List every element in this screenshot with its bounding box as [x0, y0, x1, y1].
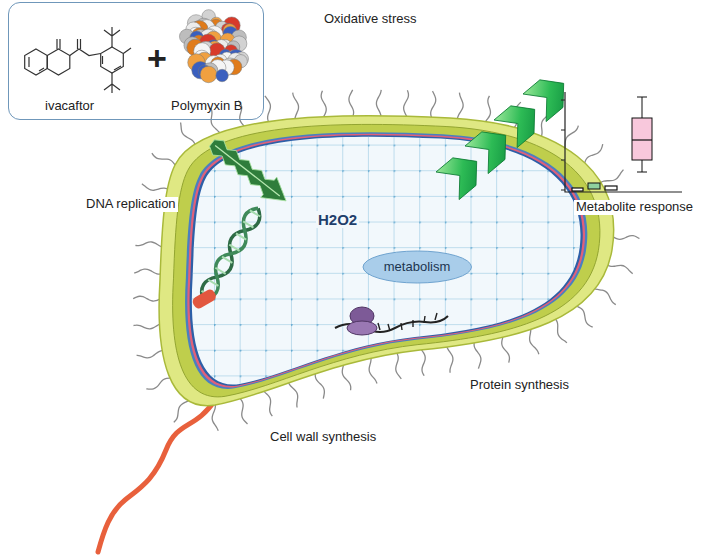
pilus: [422, 350, 426, 376]
replication-enzyme: [191, 288, 218, 310]
pilus: [212, 405, 218, 431]
pilus: [181, 123, 195, 145]
ivacaftor-structure: [25, 27, 131, 93]
box-plot: [561, 92, 682, 192]
pilus: [457, 93, 463, 119]
capsule: [159, 116, 614, 406]
pilus: [608, 265, 633, 273]
pilus: [376, 90, 381, 116]
pilus: [142, 184, 168, 190]
pilus: [321, 91, 326, 117]
pilus: [613, 236, 639, 240]
drug-attack-arrow: [204, 133, 294, 211]
pilus: [349, 90, 354, 116]
pilus: [137, 351, 163, 358]
pilus: [265, 96, 271, 122]
drug-name: ivacaftor: [45, 99, 94, 114]
drug-inset-box: ivacaftor + Polymyxin B: [8, 2, 264, 120]
ribosome-small: [347, 321, 377, 335]
pilus: [134, 269, 160, 274]
process-label: Protein synthesis: [468, 378, 571, 393]
pili: [133, 90, 639, 431]
efflux-chevrons: [436, 70, 575, 200]
atom-sphere: [216, 69, 228, 81]
pilus: [601, 170, 624, 183]
pilus: [293, 93, 299, 119]
flagellum: [98, 400, 215, 552]
pilus: [152, 153, 175, 165]
plot-label: Metabolite response: [574, 200, 695, 215]
process-label: DNA replication: [84, 197, 178, 212]
pilus: [585, 144, 603, 163]
pilus: [315, 374, 324, 399]
metabolism-ellipse: metabolism: [362, 250, 472, 284]
pilus: [264, 391, 272, 416]
process-label: Cell wall synthesis: [268, 430, 378, 445]
drug-name: Polymyxin B: [171, 99, 243, 114]
atom-sphere: [200, 66, 217, 83]
pilus: [134, 324, 160, 329]
pilus: [577, 306, 593, 327]
pilus: [133, 296, 159, 301]
pilus: [474, 343, 481, 369]
pilus: [565, 126, 578, 148]
ellipse-shape: [363, 251, 471, 283]
polymyxin-b-model: [179, 10, 248, 83]
pilus: [289, 383, 298, 408]
pilus: [174, 401, 189, 423]
pilus: [396, 353, 402, 379]
pilus: [404, 90, 409, 116]
pilus: [342, 365, 351, 390]
outer-membrane: [185, 132, 587, 389]
pilus: [447, 347, 453, 373]
pilus: [485, 96, 490, 122]
node-label: metabolism: [384, 260, 450, 275]
molecule-label: H2O2: [316, 211, 359, 228]
pilus: [135, 242, 161, 247]
pilus: [240, 399, 247, 424]
plus-sign: +: [147, 39, 167, 78]
pilus: [530, 330, 539, 355]
pilus: [369, 358, 377, 383]
process-label: Oxidative stress: [322, 12, 418, 27]
pilus: [595, 289, 616, 305]
dna-helix: [197, 204, 265, 303]
pilus: [556, 319, 567, 342]
mrna-codons: [378, 313, 437, 331]
pilus: [502, 337, 510, 362]
pilus: [146, 378, 170, 389]
cell-wall-layer: [173, 124, 600, 396]
pilus: [431, 91, 436, 117]
